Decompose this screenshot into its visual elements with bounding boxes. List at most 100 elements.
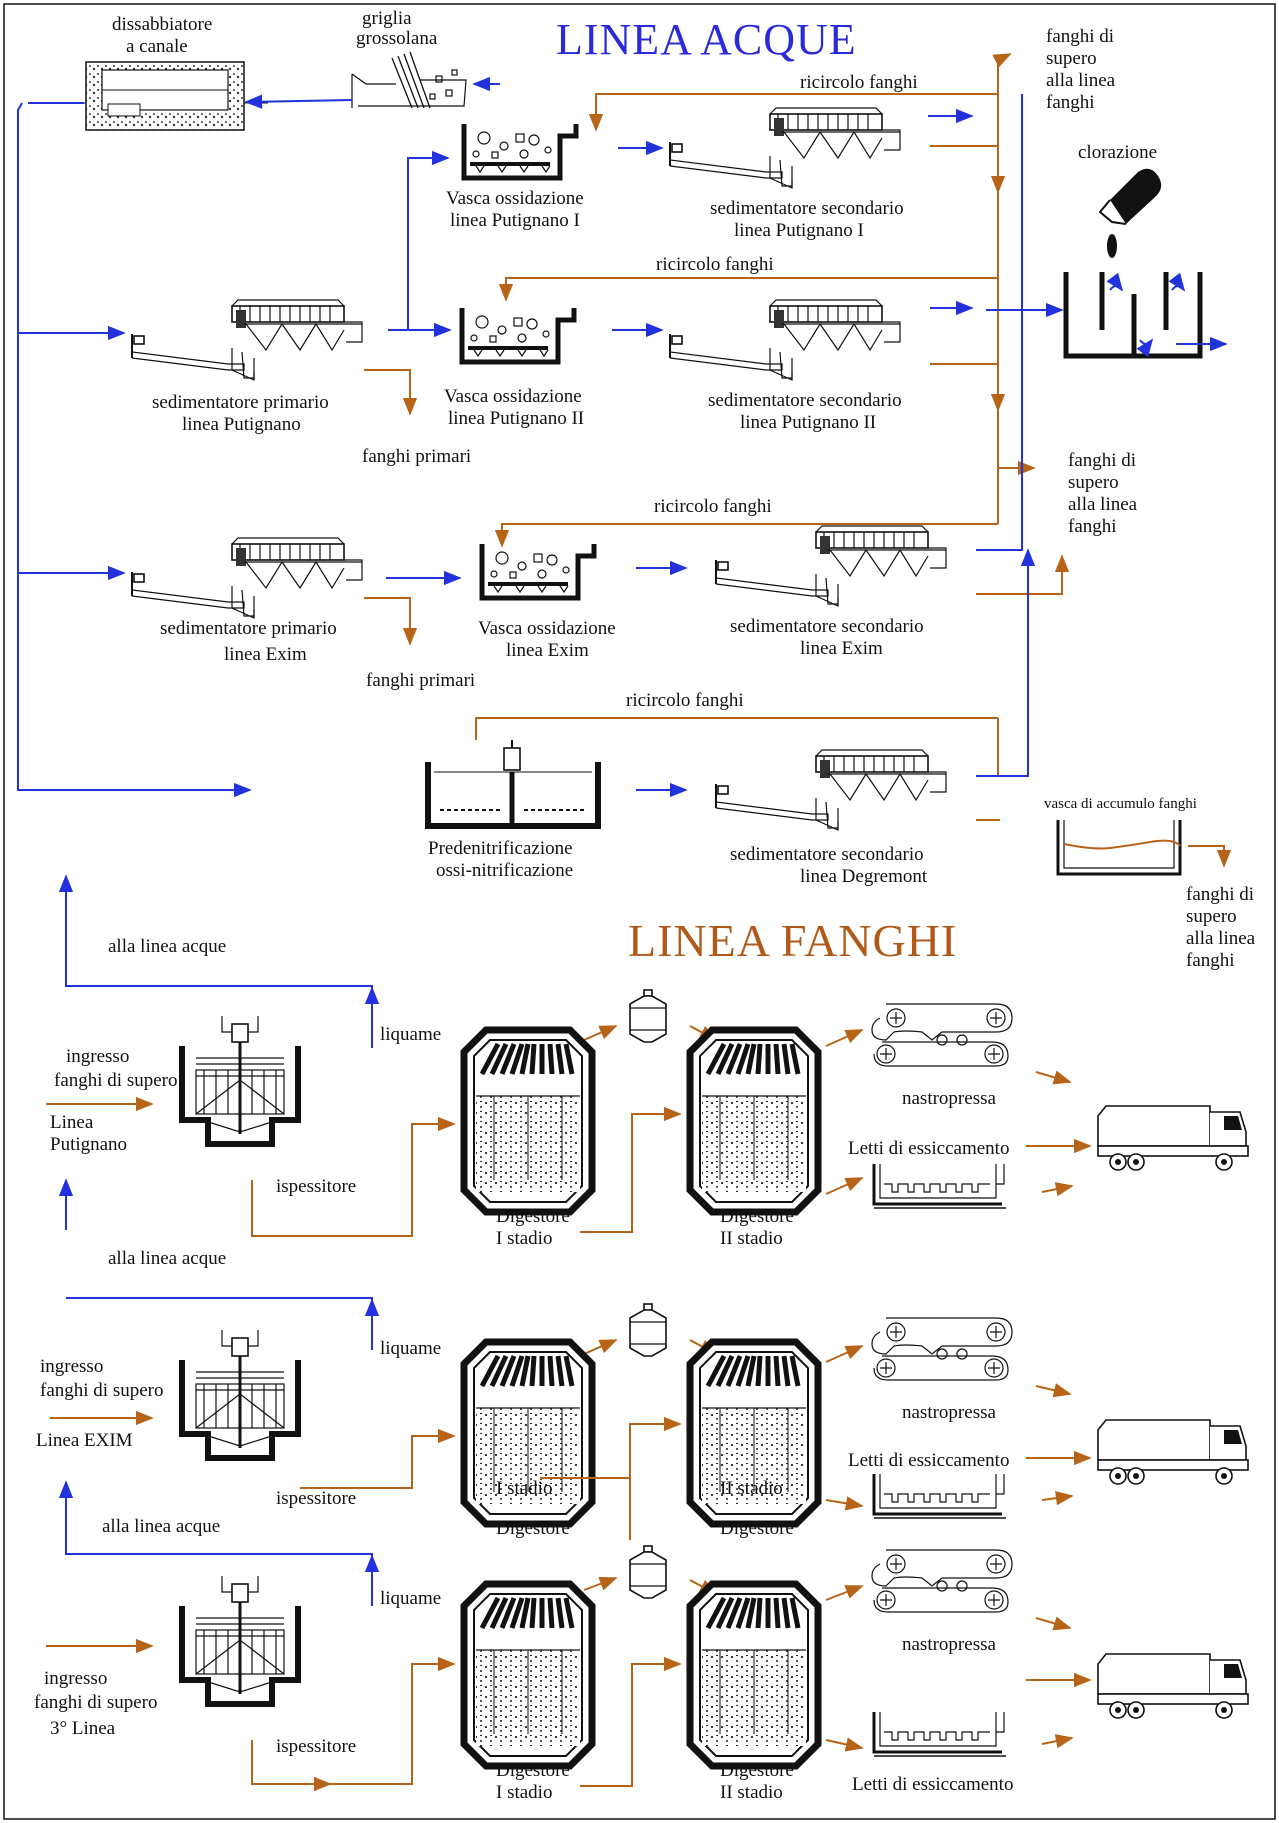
dissabbiatore-label-1: dissabbiatore <box>112 14 212 35</box>
supero-mid-3: alla linea <box>1068 494 1138 515</box>
digestore-label-3b: Digestore <box>720 1760 794 1781</box>
ricircolo-label-1: ricircolo fanghi <box>800 72 918 93</box>
ricircolo-arrow <box>506 278 998 300</box>
supero-top-3: alla linea <box>1046 70 1116 91</box>
sludge-arrow <box>998 54 1010 60</box>
ispessitore-2 <box>182 1330 298 1458</box>
alla-linea-acque-3: alla linea acque <box>102 1516 220 1537</box>
vasca-put1-label-1: Vasca ossidazione <box>446 188 584 209</box>
predenit-label-1: Predenitrificazione <box>428 838 573 859</box>
return-line <box>66 1536 372 1574</box>
sedimentatore-primario-putignano <box>132 300 362 380</box>
sed-sec-put2-label-1: sedimentatore secondario <box>708 390 902 411</box>
sed-prim-exim-label-2: linea Exim <box>224 644 307 665</box>
sedimentatore-secondario-degremont <box>716 750 946 830</box>
griglia-grossolana <box>352 52 466 108</box>
letti-label-3: Letti di essiccamento <box>852 1774 1013 1795</box>
fanghi-primari-label-1: fanghi primari <box>362 446 471 467</box>
ingresso-3-3: 3° Linea <box>50 1718 116 1739</box>
stadio-label-1b: II stadio <box>720 1228 783 1249</box>
digestore-label-2b: Digestore <box>720 1518 794 1539</box>
alla-linea-acque-2: alla linea acque <box>108 1248 226 1269</box>
nastropressa-3 <box>872 1550 1012 1612</box>
gasometro-2 <box>630 1304 666 1356</box>
digestore-1-stadio-1 <box>464 1030 592 1212</box>
digestore-3-stadio-2 <box>690 1584 818 1766</box>
ingresso-put-4: Putignano <box>50 1134 127 1155</box>
supero-bottom-4: fanghi <box>1186 950 1235 971</box>
liquame-label-3: liquame <box>380 1588 441 1609</box>
ingresso-put-3: Linea <box>50 1112 94 1133</box>
fanghi-primari-arrow <box>364 598 410 644</box>
supero-bottom-1: fanghi di <box>1186 884 1254 905</box>
sedimentatore-secondario-exim <box>716 526 946 606</box>
sludge-arrow <box>1042 1738 1072 1744</box>
vasca-ossidazione-putignano-1 <box>464 124 576 178</box>
sed-sec-put1-label-1: sedimentatore secondario <box>710 198 904 219</box>
alla-linea-acque-1: alla linea acque <box>108 936 226 957</box>
nastropressa-label-1: nastropressa <box>902 1088 996 1109</box>
sludge-arrow <box>826 1500 862 1506</box>
gas-arrow <box>584 1026 616 1040</box>
nastropressa-label-3: nastropressa <box>902 1634 996 1655</box>
ispessitore-label-3: ispessitore <box>276 1736 356 1757</box>
sed-prim-put-label-1: sedimentatore primario <box>152 392 329 413</box>
sed-sec-exim-label-1: sedimentatore secondario <box>730 616 924 637</box>
supero-bottom-3: alla linea <box>1186 928 1256 949</box>
vasca-accumulo-fanghi <box>1058 820 1180 874</box>
predenitrificazione-tank <box>428 740 598 826</box>
ispessitore-3 <box>182 1576 298 1704</box>
stadio-label-2b: II stadio <box>720 1478 783 1499</box>
ingresso-exim-1: ingresso <box>40 1356 103 1377</box>
letti-label-2: Letti di essiccamento <box>848 1450 1009 1471</box>
sludge-arrow <box>826 1346 862 1362</box>
sludge-arrow <box>1036 1072 1070 1082</box>
griglia-label-2: grossolana <box>356 28 438 49</box>
flow-arrow <box>388 158 448 330</box>
fanghi-primari-arrow <box>364 370 410 414</box>
digestore-label-1a: Digestore <box>496 1206 570 1227</box>
water-line-title: LINEA ACQUE <box>556 15 857 64</box>
sludge-arrow <box>1042 1496 1072 1500</box>
digestore-label-1b: Digestore <box>720 1206 794 1227</box>
flow-arrow <box>246 100 352 102</box>
digestore-3-stadio-1 <box>464 1584 592 1766</box>
ingresso-put-1: ingresso <box>66 1046 129 1067</box>
gas-arrow <box>584 1340 616 1354</box>
sludge-arrow <box>976 556 1062 594</box>
sedimentatore-secondario-putignano-1 <box>670 108 900 188</box>
stadio-label-3a: I stadio <box>496 1782 552 1803</box>
sed-sec-degr-label-1: sedimentatore secondario <box>730 844 924 865</box>
camion-3 <box>1098 1654 1248 1718</box>
return-line <box>66 1298 372 1326</box>
sed-prim-exim-label-1: sedimentatore primario <box>160 618 337 639</box>
sed-sec-put2-label-2: linea Putignano II <box>740 412 876 433</box>
gasometro-3 <box>630 1546 666 1598</box>
supero-bottom-2: supero <box>1186 906 1237 927</box>
clorazione-dosatore <box>1100 169 1161 258</box>
sed-prim-put-label-2: linea Putignano <box>182 414 301 435</box>
digestore-1-stadio-2 <box>690 1030 818 1212</box>
vasca-accumulo-label: vasca di accumulo fanghi <box>1044 796 1197 812</box>
gas-arrow <box>584 1578 616 1590</box>
ricircolo-label-4: ricircolo fanghi <box>626 690 744 711</box>
sludge-arrow <box>826 1030 862 1046</box>
ispessitore-1 <box>182 1016 298 1144</box>
sludge-arrow <box>826 1586 862 1600</box>
sludge-arrow <box>1042 1186 1072 1192</box>
camion-2 <box>1098 1420 1248 1484</box>
supero-top-1: fanghi di <box>1046 26 1114 47</box>
sludge-arrow <box>330 1664 454 1784</box>
griglia-label-1: griglia <box>362 8 412 29</box>
main-water-channel <box>18 103 250 790</box>
sludge-arrow <box>998 410 1034 468</box>
nastropressa-1 <box>872 1004 1012 1066</box>
letti-essiccamento-2 <box>874 1474 1006 1518</box>
predenit-label-2: ossi-nitrificazione <box>436 860 573 881</box>
sludge-arrow <box>1036 1618 1070 1628</box>
fanghi-primari-label-2: fanghi primari <box>366 670 475 691</box>
ricircolo-label-2: ricircolo fanghi <box>656 254 774 275</box>
supero-mid-2: supero <box>1068 472 1119 493</box>
